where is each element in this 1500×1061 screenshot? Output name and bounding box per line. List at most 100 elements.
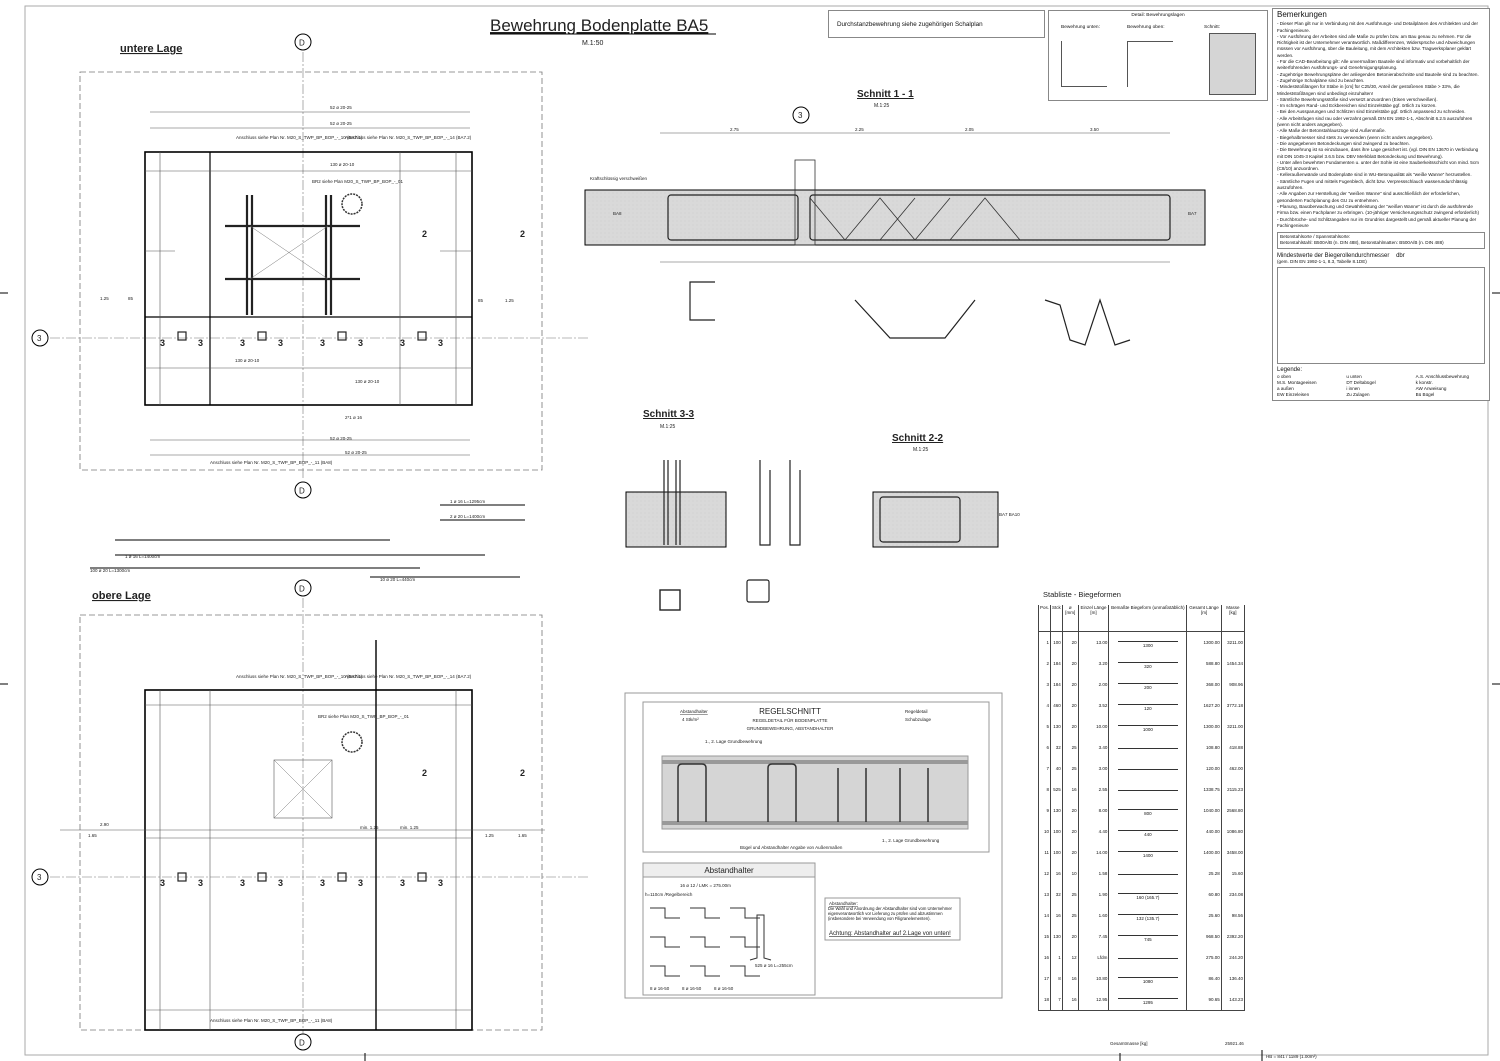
- note-item: - Die Bewehrung ist so einzubauen, dass …: [1277, 147, 1479, 159]
- label: h=110cm /Regelbereich: [645, 892, 693, 897]
- note-item: - Zugehörige Bewehrungspläne der anliege…: [1277, 71, 1479, 77]
- section-tag: Kraftschlüssig verschweißen: [590, 176, 648, 181]
- axis-3-label: 3: [37, 334, 42, 343]
- table-cell: 3772.18: [1220, 695, 1246, 716]
- table-cell: 2.55: [1077, 779, 1110, 800]
- table-cell: 2115.23: [1220, 779, 1246, 800]
- table-cell: 2392.20: [1220, 926, 1246, 947]
- dim-label: 2.90: [100, 822, 109, 827]
- section-2-2: Schnitt 2-2 M.1:25 BA7 BA10: [872, 433, 1020, 548]
- table-cell: 20: [1061, 653, 1079, 674]
- table-cell: 588.80: [1186, 653, 1222, 674]
- table-cell: 3.20: [1077, 653, 1110, 674]
- bend-shape-cell: [1108, 758, 1188, 779]
- bend-shape: [1117, 958, 1178, 959]
- note-item: - Unter allen bewehrten Fundamenten u. u…: [1277, 159, 1479, 172]
- detail-title: Detail: Bewehrungslagen: [1131, 13, 1185, 18]
- axis-label: 3: [798, 111, 803, 120]
- dim-label: min. 1.25: [360, 825, 379, 830]
- table-cell: 3.00: [1077, 758, 1110, 779]
- col-header: Bemaßte Biegeform (unmaßstäblich): [1108, 605, 1188, 632]
- bend-shape-label: 120: [1144, 705, 1152, 711]
- table-cell: 462.00: [1220, 758, 1246, 779]
- notes-title: Bemerkungen: [1277, 10, 1327, 19]
- table-cell: 16: [1061, 968, 1079, 989]
- bend-shape: [1117, 790, 1178, 791]
- note-item: - Mindeststoßlängen für Stäbe in [cm] fü…: [1277, 84, 1460, 96]
- svg-text:2: 2: [422, 768, 427, 778]
- table-cell: 32: [1050, 884, 1063, 905]
- note-item: - Zugehörige Schalpläne sind zu beachten…: [1277, 77, 1365, 83]
- bend-shape-cell: 1400: [1108, 842, 1188, 863]
- note-head: Abstandhalter:: [829, 901, 858, 906]
- total-label: Gesamtmasse [kg]: [1110, 1041, 1148, 1046]
- svg-text:3: 3: [198, 878, 203, 888]
- note-item: - Alle Arbeitsfugen sind rau oder verzah…: [1277, 115, 1473, 128]
- dim-label: 85: [478, 298, 484, 303]
- material-text: Betonstahlstahl: B500A/B (n. DIN 488), B…: [1280, 240, 1444, 246]
- br2-label: BR2 siehe Plan M20_S_TWP_BP_BOP_-_01: [312, 179, 404, 184]
- table-cell: 20: [1061, 800, 1079, 821]
- table-cell: 11: [1037, 842, 1052, 863]
- dim-label: min. 1.25: [400, 825, 419, 830]
- table-cell: 25: [1061, 737, 1079, 758]
- label: Regeldetail: [905, 709, 928, 714]
- table-cell: 120.00: [1186, 758, 1222, 779]
- table-cell: 3458.00: [1220, 842, 1246, 863]
- table-cell: 40: [1050, 758, 1063, 779]
- table-cell: 2: [1037, 653, 1052, 674]
- bend-shape: [1117, 934, 1178, 936]
- table-cell: 16: [1050, 863, 1063, 884]
- table-cell: 3.40: [1077, 737, 1110, 758]
- table-cell: 3211.00: [1220, 716, 1246, 737]
- sheet-scale: M.1:50: [582, 40, 604, 47]
- legend-item: M.S. Montageeisen: [1277, 379, 1317, 385]
- note-item: - Alle Maße der Betonstahlauszüge sind A…: [1277, 128, 1386, 134]
- bar-label: 8 ø 16-50: [714, 986, 734, 991]
- abstandhalter-title: Abstandhalter: [704, 866, 754, 875]
- table-cell: 3: [1037, 674, 1052, 695]
- label: Schubzulage: [905, 717, 932, 722]
- svg-text:3: 3: [278, 338, 283, 348]
- bend-shape-cell: 745: [1108, 926, 1188, 947]
- table-cell: 143.23: [1220, 989, 1246, 1011]
- dim-label: 2.25: [855, 127, 864, 132]
- table-cell: 130: [1050, 926, 1063, 947]
- table-cell: 1300.00: [1186, 716, 1222, 737]
- label: Abstandhalter: [680, 709, 708, 714]
- bend-shape-label: 1000: [1142, 726, 1153, 732]
- legend-item: Zu Zulagen: [1346, 392, 1370, 398]
- svg-text:3: 3: [240, 878, 245, 888]
- bend-shape: [1117, 640, 1178, 642]
- table-cell: 184: [1050, 653, 1063, 674]
- col-header: Masse [kg]: [1220, 605, 1246, 632]
- plan-title: untere Lage: [120, 43, 182, 55]
- bar-label: 100 ø 20 L=1300cm: [90, 568, 130, 573]
- bend-shape-cell: 200: [1108, 674, 1188, 695]
- note-item: - Für die CAD-Bearbeitung gilt: Alle unv…: [1277, 59, 1470, 71]
- connection-label: Anschluss siehe Plan Nr. M20_S_TWP_BP_BO…: [345, 135, 472, 140]
- label: 4 Stk/m²: [682, 717, 699, 722]
- table-cell: 1040.00: [1186, 800, 1222, 821]
- table-cell: 368.00: [1186, 674, 1222, 695]
- bend-shape-label: 320: [1144, 663, 1152, 669]
- table-cell: 86.40: [1186, 968, 1222, 989]
- svg-text:3: 3: [438, 338, 443, 348]
- bend-shape: [1117, 976, 1178, 978]
- axis-d-label: D: [299, 39, 305, 48]
- bend-shape-cell: 120: [1108, 695, 1188, 716]
- table-cell: 15.60: [1220, 863, 1246, 884]
- bend-shape: [1117, 748, 1178, 749]
- dim-label: 1.65: [518, 833, 527, 838]
- dim-label: 2.05: [965, 127, 974, 132]
- connection-label: Anschluss siehe Plan Nr. M20_S_TWP_BP_BO…: [345, 674, 472, 679]
- bend-shape-cell: 1000: [1108, 716, 1188, 737]
- table-cell: 3211.00: [1220, 631, 1246, 653]
- col-header: Gesamt Länge [m]: [1186, 605, 1222, 632]
- table-cell: 20: [1061, 716, 1079, 737]
- legend-item: i innen: [1346, 386, 1360, 392]
